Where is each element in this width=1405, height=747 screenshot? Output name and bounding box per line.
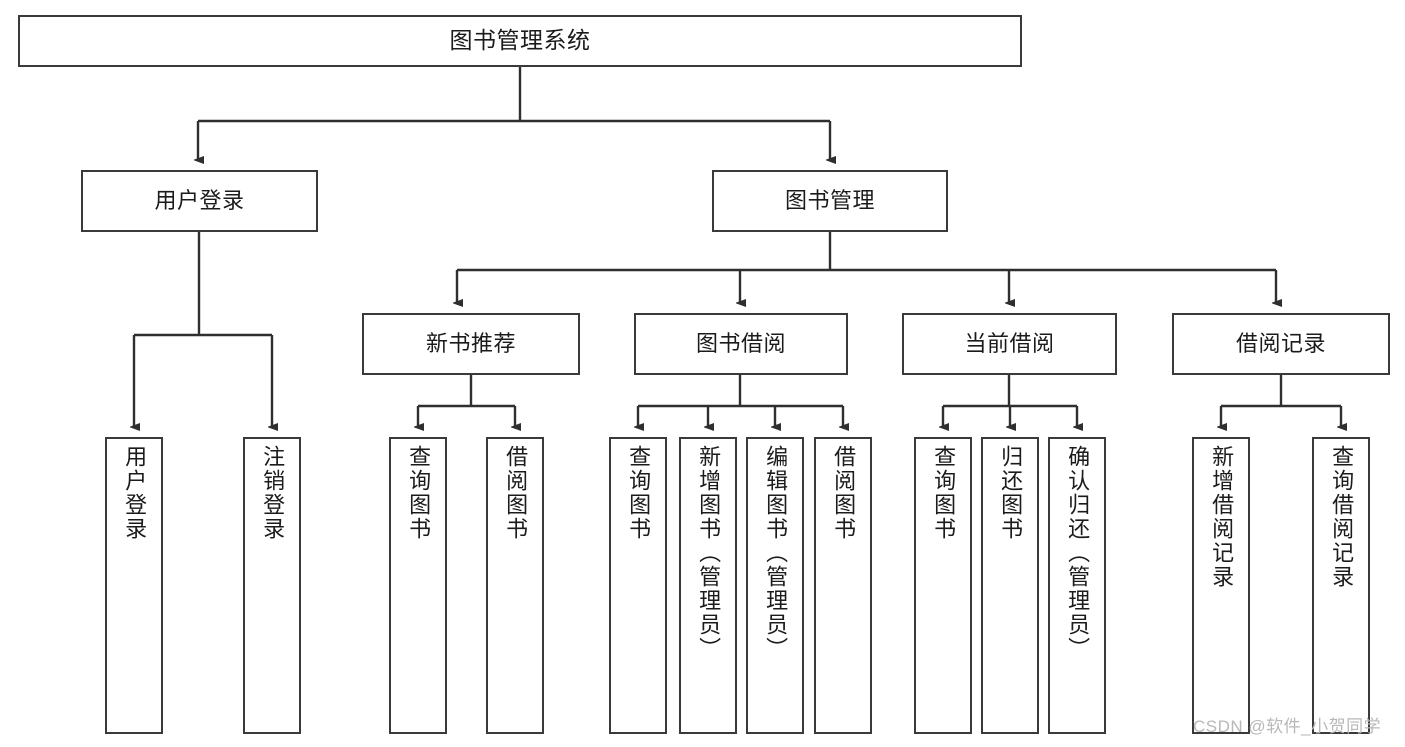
node-label: 新增图书（管理员） <box>696 445 722 661</box>
leaf-book-borrow-query-book[interactable]: 查询图书 <box>609 437 667 734</box>
node-label: 借阅图书 <box>503 445 529 541</box>
node-label: 确认归还（管理员） <box>1065 445 1091 661</box>
leaf-current-borrow-return-book[interactable]: 归还图书 <box>981 437 1039 734</box>
node-user-login[interactable]: 用户登录 <box>81 170 318 232</box>
node-book-borrow[interactable]: 图书借阅 <box>634 313 848 375</box>
node-label: 用户登录 <box>122 445 148 541</box>
watermark-csdn: CSDN @软件_小贺同学 <box>1193 717 1382 736</box>
node-label: 编辑图书（管理员） <box>763 445 789 661</box>
node-label: 查询图书 <box>406 445 432 541</box>
leaf-current-borrow-query-book[interactable]: 查询图书 <box>914 437 972 734</box>
node-borrow-record[interactable]: 借阅记录 <box>1172 313 1390 375</box>
leaf-user-login-login[interactable]: 用户登录 <box>105 437 163 734</box>
node-label: 新书推荐 <box>425 331 516 357</box>
node-label: 借阅图书 <box>831 445 857 541</box>
node-current-borrow[interactable]: 当前借阅 <box>902 313 1117 375</box>
node-label: 新增借阅记录 <box>1209 445 1235 589</box>
leaf-current-borrow-confirm-return-admin[interactable]: 确认归还（管理员） <box>1048 437 1106 734</box>
node-label: 图书管理 <box>784 188 875 214</box>
node-new-book-recommend[interactable]: 新书推荐 <box>362 313 580 375</box>
leaf-borrow-record-add-record[interactable]: 新增借阅记录 <box>1192 437 1250 734</box>
node-label: 注销登录 <box>260 445 286 541</box>
node-label: 图书借阅 <box>695 331 786 357</box>
node-label: 用户登录 <box>154 188 245 214</box>
node-label: 借阅记录 <box>1235 331 1326 357</box>
node-label: 图书管理系统 <box>449 27 591 54</box>
leaf-book-borrow-borrow-book[interactable]: 借阅图书 <box>814 437 872 734</box>
leaf-new-book-borrow-book[interactable]: 借阅图书 <box>486 437 544 734</box>
node-book-management[interactable]: 图书管理 <box>712 170 948 232</box>
leaf-new-book-query-book[interactable]: 查询图书 <box>389 437 447 734</box>
leaf-borrow-record-query-record[interactable]: 查询借阅记录 <box>1312 437 1370 734</box>
leaf-book-borrow-edit-book-admin[interactable]: 编辑图书（管理员） <box>746 437 804 734</box>
node-label: 当前借阅 <box>964 331 1055 357</box>
node-label: 归还图书 <box>998 445 1024 541</box>
node-label: 查询图书 <box>931 445 957 541</box>
leaf-user-login-logout[interactable]: 注销登录 <box>243 437 301 734</box>
leaf-book-borrow-add-book-admin[interactable]: 新增图书（管理员） <box>679 437 737 734</box>
node-label: 查询图书 <box>626 445 652 541</box>
node-root-book-management-system[interactable]: 图书管理系统 <box>18 15 1022 67</box>
node-label: 查询借阅记录 <box>1329 445 1355 589</box>
